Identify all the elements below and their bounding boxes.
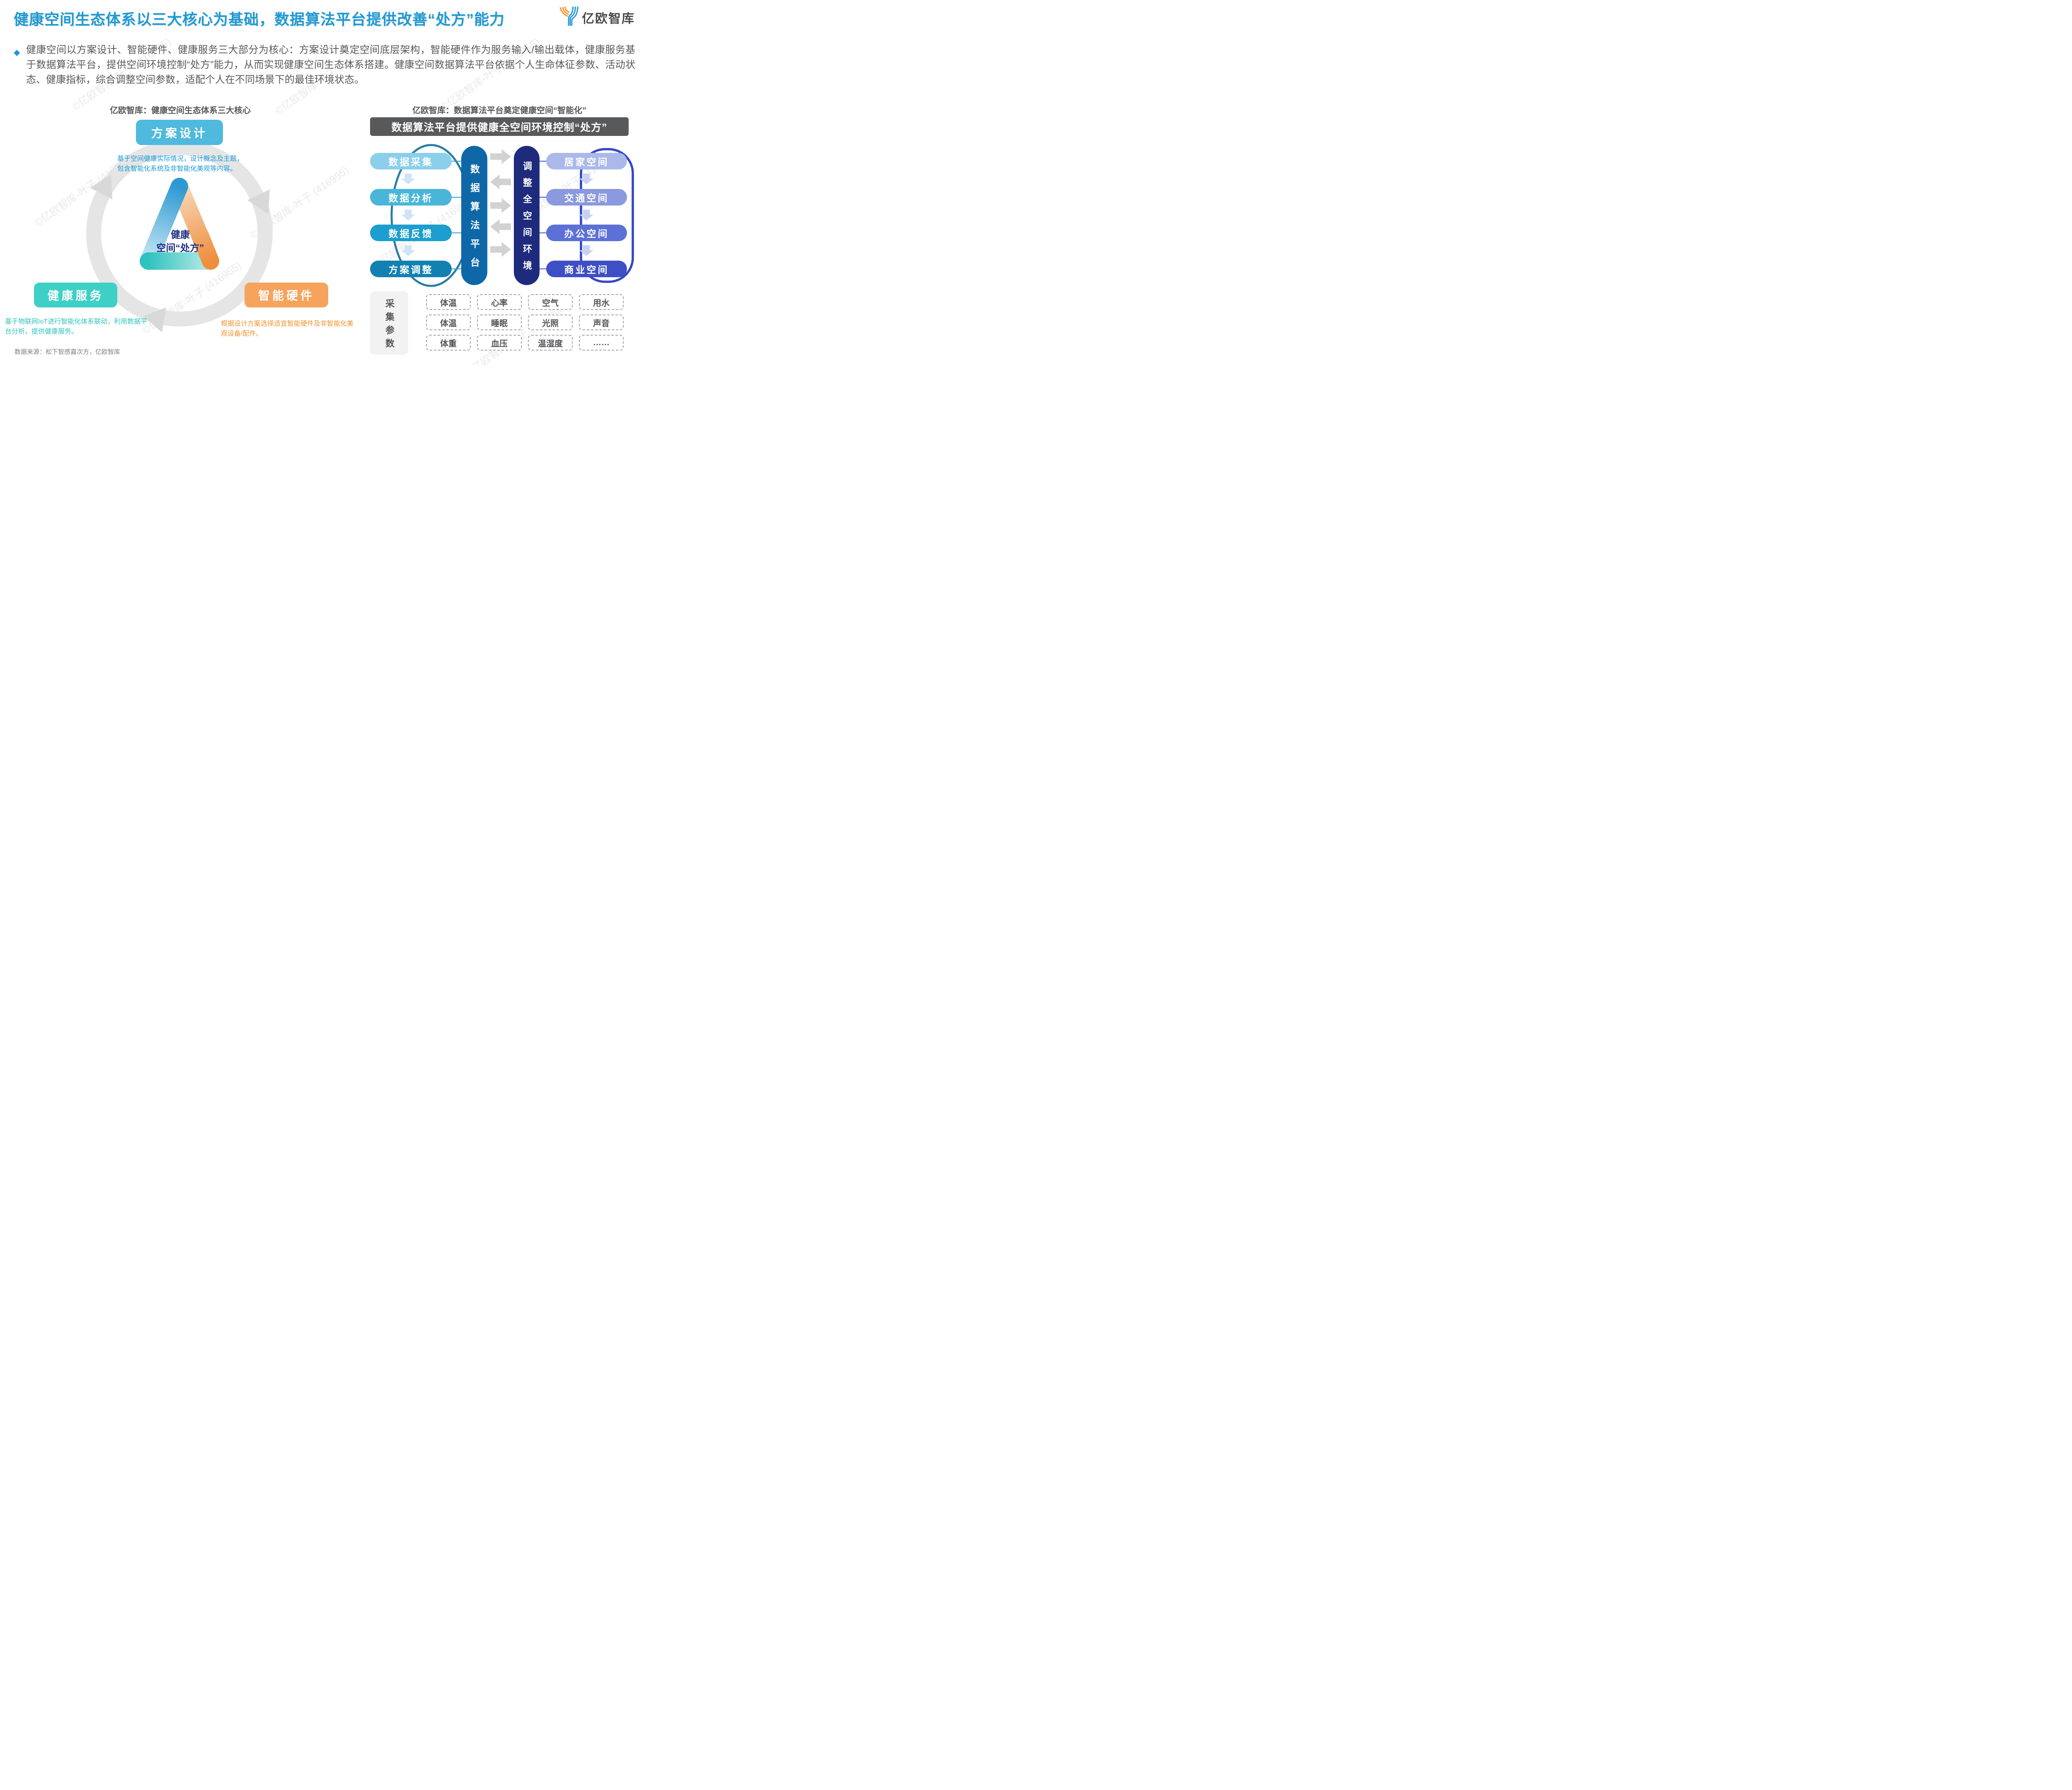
- right-arrow-icon: [490, 242, 511, 257]
- param-cell: 温湿度: [528, 335, 573, 351]
- plan-design-desc: 基于空间健康实际情况，设计概念及主题，包含智能化系统及非智能化美观等内容。: [117, 155, 244, 172]
- core-smart-hardware: 智能硬件: [244, 283, 328, 307]
- left-arrow-icon: [490, 219, 511, 234]
- triangle-center-line2: 空间“处方”: [156, 242, 204, 253]
- param-cell: 体重: [426, 335, 471, 351]
- intro-paragraph: ◆ 健康空间以方案设计、智能硬件、健康服务三大部分为核心：方案设计奠定空间底层架…: [14, 43, 635, 87]
- param-cell: 声音: [579, 314, 624, 330]
- step-data-analysis: 数据分析: [370, 189, 452, 206]
- health-service-desc: 基于物联网IoT进行智能化体系联动，利用数据平台分析，提供健康服务。: [5, 318, 148, 335]
- slide: ©亿欧智库-叶子 (416955) ©亿欧智库-叶子 (416955) ©亿欧智…: [0, 0, 650, 365]
- cycle-arrow-right-icon: [247, 189, 270, 214]
- param-cell: ……: [579, 335, 624, 351]
- right-diagram-banner: 数据算法平台提供健康全空间环境控制“处方”: [370, 117, 629, 136]
- cycle-arrow-left-icon: [90, 174, 112, 199]
- step-data-feedback: 数据反馈: [370, 225, 452, 241]
- space-transport: 交通空间: [546, 189, 627, 206]
- intro-text: 健康空间以方案设计、智能硬件、健康服务三大部分为核心：方案设计奠定空间底层架构，…: [26, 44, 635, 85]
- space-home: 居家空间: [546, 153, 627, 169]
- space-office: 办公空间: [546, 225, 627, 241]
- param-cell: 心率: [477, 294, 522, 310]
- param-cell: 空气: [528, 294, 573, 310]
- core-health-service: 健康服务: [34, 283, 117, 307]
- connector-line: [539, 268, 548, 269]
- param-cell: 血压: [477, 335, 522, 351]
- left-diagram-title: 亿欧智库：健康空间生态体系三大核心: [110, 106, 251, 115]
- param-cell: 用水: [579, 294, 624, 310]
- adjust-environment-pill: 调整全空间环境: [514, 146, 540, 285]
- diamond-bullet-icon: ◆: [14, 48, 20, 57]
- right-diagram-title: 亿欧智库：数据算法平台奠定健康空间“智能化”: [412, 106, 586, 115]
- connector-line: [539, 161, 548, 162]
- param-cell: 光照: [528, 314, 573, 330]
- smart-hardware-desc: 根据设计方案选择适宜智能硬件及非智能化美观设备/配件。: [221, 320, 354, 337]
- triangle-center-label: 健康 空间“处方”: [138, 228, 223, 254]
- logo-icon: [559, 6, 579, 29]
- connector-line: [451, 232, 462, 233]
- logo-text: 亿欧智库: [582, 12, 635, 26]
- params-label: 采集参数: [370, 291, 408, 355]
- core-plan-design: 方案设计: [136, 120, 223, 145]
- step-data-collection: 数据采集: [370, 153, 452, 169]
- triangle-center-line1: 健康: [171, 229, 190, 240]
- param-cell: 体温: [426, 314, 471, 330]
- connector-line: [451, 268, 462, 269]
- right-arrow-icon: [490, 198, 511, 213]
- connector-line: [539, 232, 548, 233]
- cycle-ring: [86, 140, 273, 332]
- connector-line: [451, 161, 462, 162]
- step-plan-adjustment: 方案调整: [370, 261, 452, 277]
- core-triangle: [140, 178, 219, 270]
- param-cell: 体温: [426, 294, 471, 310]
- space-commercial: 商业空间: [546, 261, 627, 277]
- param-cell: 睡眠: [477, 314, 522, 330]
- connector-line: [539, 197, 548, 198]
- right-arrow-icon: [490, 149, 511, 164]
- logo: 亿欧智库: [559, 6, 635, 29]
- left-arrow-icon: [490, 174, 511, 189]
- page-title: 健康空间生态体系以三大核心为基础，数据算法平台提供改善“处方”能力: [14, 11, 505, 28]
- platform-pill: 数据算法平台: [461, 146, 487, 285]
- cycle-arrow-bottom-icon: [143, 307, 166, 332]
- connector-line: [451, 197, 462, 198]
- data-source: 数据来源：松下智感嘉次方，亿欧智库: [15, 348, 121, 356]
